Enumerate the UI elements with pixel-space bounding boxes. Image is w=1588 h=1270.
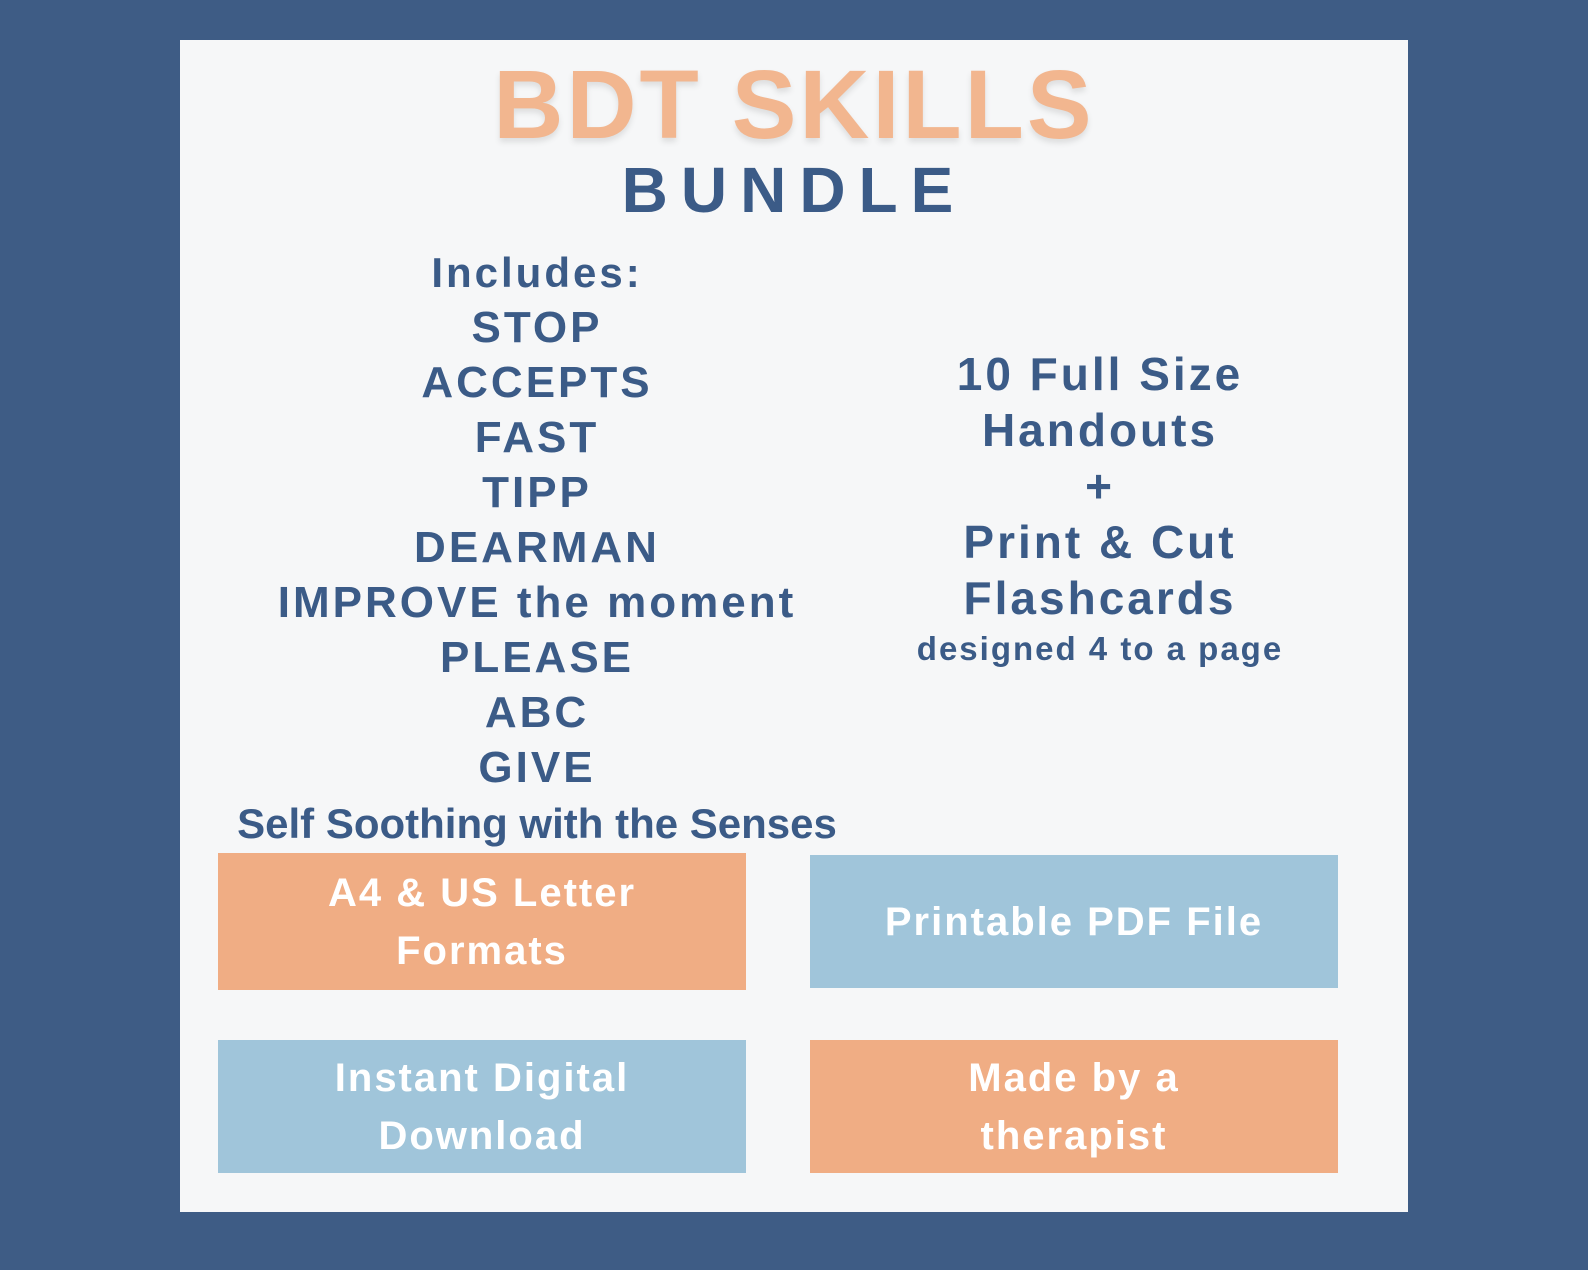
includes-item: ABC bbox=[484, 688, 590, 737]
badge-formats: A4 & US Letter Formats bbox=[218, 853, 746, 990]
includes-item: PLEASE bbox=[439, 633, 635, 682]
includes-list: Includes: STOP ACCEPTS FAST TIPP DEARMAN… bbox=[192, 245, 882, 853]
badge-printable-pdf: Printable PDF File bbox=[810, 855, 1338, 988]
includes-item: ACCEPTS bbox=[421, 358, 653, 407]
badge-printable-pdf-label: Printable PDF File bbox=[884, 899, 1264, 944]
details-note: designed 4 to a page bbox=[916, 630, 1284, 667]
badge-formats-label: A4 & US Letter Formats bbox=[327, 870, 637, 973]
details-block: 10 Full Size Handouts + Print & Cut Flas… bbox=[800, 346, 1400, 672]
includes-item: GIVE bbox=[478, 743, 596, 792]
product-card: BDT SKILLS BUNDLE Includes: STOP ACCEPTS… bbox=[180, 40, 1408, 1212]
title-main: BDT SKILLS bbox=[493, 50, 1095, 159]
includes-item: DEARMAN bbox=[414, 523, 660, 572]
details-line: Flashcards bbox=[963, 572, 1237, 624]
details-line: + bbox=[1085, 460, 1115, 512]
includes-footer: Self Soothing with the Senses bbox=[237, 800, 837, 847]
details-line: Handouts bbox=[981, 404, 1219, 456]
includes-item: TIPP bbox=[482, 468, 592, 517]
includes-heading: Includes: bbox=[431, 249, 643, 296]
badge-instant-download: Instant Digital Download bbox=[218, 1040, 746, 1173]
title-block: BDT SKILLS BUNDLE bbox=[180, 54, 1408, 222]
badge-instant-download-label: Instant Digital Download bbox=[334, 1055, 630, 1158]
details-line: 10 Full Size bbox=[956, 348, 1244, 400]
includes-item: STOP bbox=[471, 303, 603, 352]
title-sub: BUNDLE bbox=[621, 153, 967, 226]
includes-item: FAST bbox=[474, 413, 600, 462]
includes-item: IMPROVE the moment bbox=[277, 578, 797, 627]
badge-made-by-therapist: Made by a therapist bbox=[810, 1040, 1338, 1173]
details-line: Print & Cut bbox=[963, 516, 1237, 568]
badge-made-by-therapist-label: Made by a therapist bbox=[968, 1055, 1180, 1158]
